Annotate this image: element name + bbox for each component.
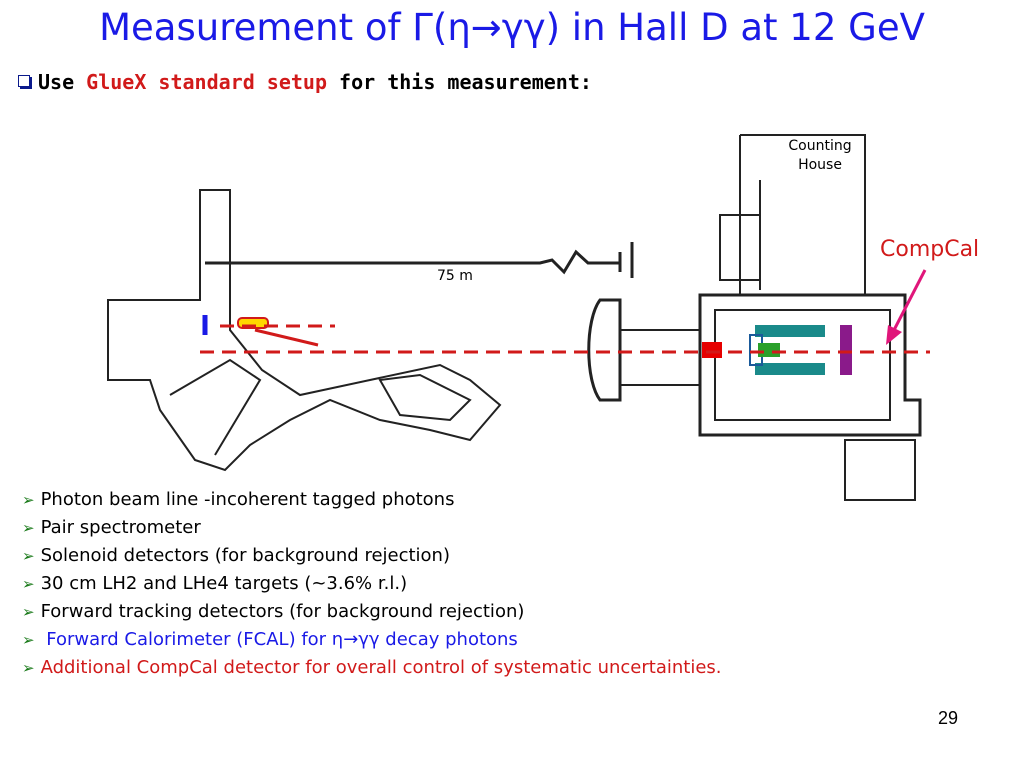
distance-bar [205, 249, 620, 275]
tagger-room-inner [378, 373, 472, 422]
arrow-bullet-icon: ➢ [22, 547, 35, 565]
arrow-bullet-icon: ➢ [22, 491, 35, 509]
hall-d-inner [714, 309, 891, 421]
arrow-bullet-icon: ➢ [22, 603, 35, 621]
beam-dump-wall [587, 298, 622, 402]
bullet-text: Solenoid detectors (for background rejec… [40, 545, 450, 566]
compcal-arrowhead-icon [886, 325, 902, 345]
pair-spectrometer [702, 342, 722, 358]
subheading-prefix: Use [38, 70, 87, 94]
solenoid-bottom [755, 363, 825, 375]
counting-house-outline [740, 134, 866, 295]
subheading-suffix: for this measurement: [327, 70, 592, 94]
bullet-list: ➢ Photon beam line -incoherent tagged pho… [22, 486, 722, 682]
tracking-detector [758, 343, 780, 357]
bullet-text: Forward Calorimeter (FCAL) for η→γγ deca… [40, 629, 518, 650]
compcal-pointer [891, 269, 927, 333]
bullet-item: ➢ Photon beam line -incoherent tagged pho… [22, 486, 722, 514]
bullet-item: ➢ Additional CompCal detector for overall… [22, 654, 722, 682]
bullet-text: Additional CompCal detector for overall … [40, 657, 722, 678]
subheading-highlight: GlueX standard setup [86, 70, 327, 94]
tagger-hall-inner [169, 358, 262, 456]
deflected-beam-line [254, 328, 319, 347]
arrow-bullet-icon: ➢ [22, 575, 35, 593]
solenoid-top [755, 325, 825, 337]
slide-title: Measurement of Γ(η→γγ) in Hall D at 12 G… [99, 6, 925, 49]
bullet-text: Forward tracking detectors (for backgrou… [40, 601, 525, 622]
lower-right-room [844, 439, 916, 501]
hall-d-layout-diagram [107, 134, 930, 501]
bullet-text: Pair spectrometer [40, 517, 201, 538]
page-number: 29 [938, 708, 959, 728]
checkbox-bullet-icon [18, 75, 30, 87]
service-room [719, 214, 761, 281]
arrow-bullet-icon: ➢ [22, 631, 35, 649]
fcal-block [840, 325, 852, 375]
counting-house-label: Counting House [788, 138, 852, 173]
bullet-item: ➢ Pair spectrometer [22, 514, 722, 542]
compcal-label: CompCal [880, 237, 980, 262]
bullet-text: Photon beam line -incoherent tagged phot… [40, 489, 455, 510]
tagger-hall-outline [107, 189, 502, 472]
arrow-bullet-icon: ➢ [22, 519, 35, 537]
bullet-item: ➢ Solenoid detectors (for background reje… [22, 542, 722, 570]
entry-room [619, 329, 701, 386]
arrow-bullet-icon: ➢ [22, 659, 35, 677]
bullet-text: 30 cm LH2 and LHe4 targets (~3.6% r.l.) [40, 573, 408, 594]
distance-label: 75 m [437, 268, 473, 284]
bullet-item: ➢ Forward tracking detectors (for backgro… [22, 598, 722, 626]
hall-d-outline [698, 293, 922, 437]
subheading: Use GlueX standard setup for this measur… [18, 70, 592, 94]
bullet-item: ➢ 30 cm LH2 and LHe4 targets (~3.6% r.l.) [22, 570, 722, 598]
bullet-item: ➢ Forward Calorimeter (FCAL) for η→γγ de… [22, 626, 722, 654]
